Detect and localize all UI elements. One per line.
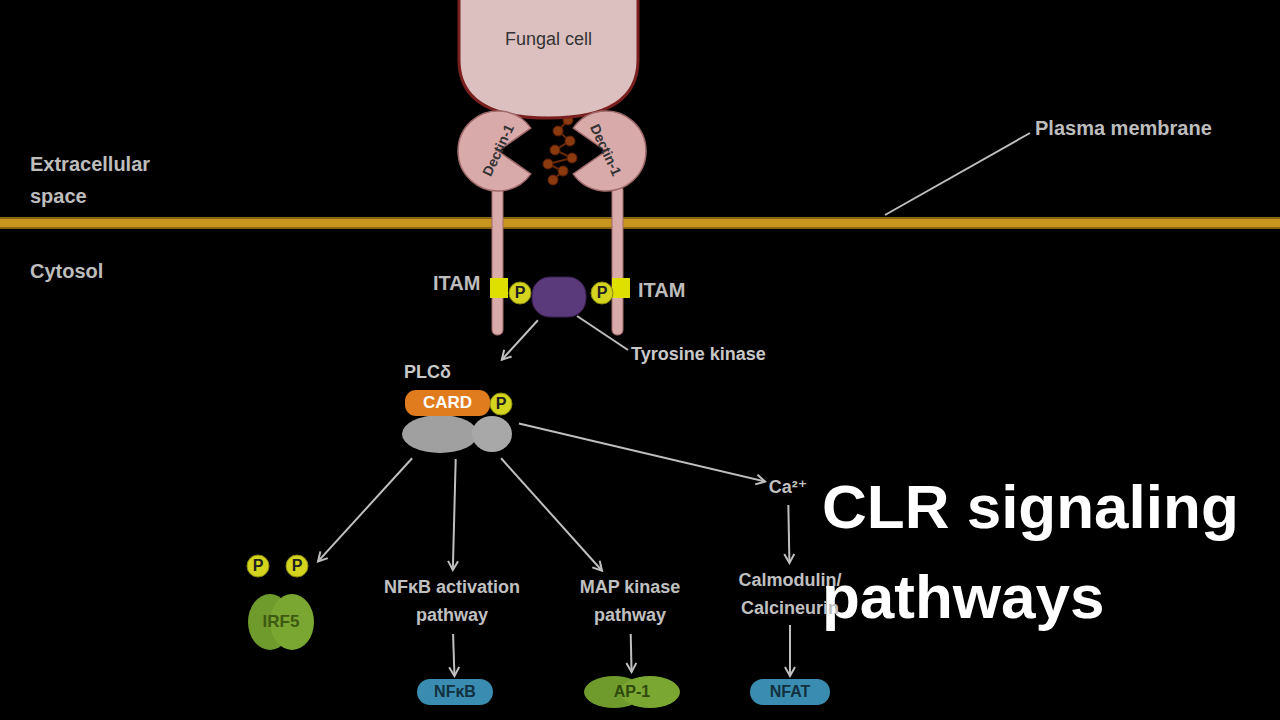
phosphate: P bbox=[508, 281, 532, 305]
region-label: ITAM bbox=[433, 272, 480, 295]
itam-motif bbox=[490, 278, 508, 298]
transcription-factor: AP-1 bbox=[582, 675, 682, 709]
region-label: ITAM bbox=[638, 279, 685, 302]
node-text: NFAT bbox=[750, 683, 830, 701]
cell-outline bbox=[459, 0, 638, 118]
phosphate: P bbox=[285, 554, 309, 578]
dectin-receptor: Dectin-1 bbox=[563, 108, 649, 194]
ion-label: Ca²⁺ bbox=[768, 472, 808, 502]
node-shape bbox=[531, 276, 587, 318]
fungal-cell: Fungal cell bbox=[457, 0, 640, 120]
phosphate-circle bbox=[591, 282, 613, 304]
dectin-receptor: Dectin-1 bbox=[455, 108, 541, 194]
phosphate-circle bbox=[509, 282, 531, 304]
node-text: AP-1 bbox=[582, 683, 682, 701]
node-text: NFκB bbox=[417, 683, 493, 701]
node-text: Ca²⁺ bbox=[768, 473, 808, 501]
membrane-edge bbox=[0, 217, 1280, 219]
pathway-label: Calmodulin/ Calcineurin bbox=[720, 566, 860, 622]
itam-motif bbox=[612, 278, 630, 298]
phosphate-circle bbox=[490, 393, 512, 415]
node-text: IRF5 bbox=[246, 612, 316, 632]
signal-arrow bbox=[788, 505, 789, 563]
node-text: P bbox=[489, 395, 513, 413]
title: CLR signaling pathways bbox=[822, 462, 1272, 642]
region-label: Plasma membrane bbox=[1035, 117, 1212, 140]
phosphate: P bbox=[590, 281, 614, 305]
node-text: P bbox=[285, 557, 309, 575]
leader-line bbox=[577, 316, 628, 350]
node-text: MAP kinase pathway bbox=[565, 573, 695, 629]
node-text: Tyrosine kinase bbox=[631, 344, 766, 365]
node-text: CARD bbox=[405, 393, 490, 413]
signal-arrow bbox=[453, 459, 456, 570]
node-text: PLCδ bbox=[404, 362, 451, 383]
plasma-membrane bbox=[0, 217, 1280, 229]
membrane-edge bbox=[0, 227, 1280, 229]
transcription-factor: NFAT bbox=[750, 679, 830, 705]
transcription-factor: NFκB bbox=[417, 679, 493, 705]
node-text: NFκB activation pathway bbox=[362, 573, 542, 629]
pathway-label: MAP kinase pathway bbox=[565, 573, 695, 631]
phosphate-circle bbox=[247, 555, 269, 577]
region-label: Extracellular space bbox=[30, 148, 180, 212]
protein-subunit bbox=[402, 415, 478, 453]
region-label: Cytosol bbox=[30, 260, 103, 283]
signal-arrow bbox=[501, 458, 602, 571]
node-text: P bbox=[590, 284, 614, 302]
node-text: Fungal cell bbox=[457, 29, 640, 50]
receptor-stalk bbox=[492, 185, 503, 335]
protein-subunit bbox=[472, 416, 512, 452]
card-domain: CARD bbox=[405, 390, 490, 416]
signal-arrow bbox=[318, 458, 412, 561]
node-text: Calmodulin/ Calcineurin bbox=[720, 566, 860, 622]
signal-arrow bbox=[789, 625, 791, 676]
signal-arrow bbox=[519, 424, 765, 482]
kinase-blob bbox=[532, 277, 586, 317]
signal-arrow bbox=[630, 634, 633, 672]
pathway-label: NFκB activation pathway bbox=[362, 573, 542, 631]
phosphate-circle bbox=[286, 555, 308, 577]
signal-arrow bbox=[453, 634, 454, 676]
node-shape bbox=[457, 0, 640, 120]
phosphate: P bbox=[246, 554, 270, 578]
leader-line bbox=[885, 133, 1030, 215]
plc-complex: PLCδCARDP bbox=[398, 362, 516, 456]
node-text: P bbox=[508, 284, 532, 302]
signal-arrow bbox=[502, 320, 538, 360]
irf5-dimer: IRF5 PP bbox=[246, 552, 316, 652]
phosphate: P bbox=[489, 392, 513, 416]
receptor-stalk bbox=[612, 185, 623, 335]
tyrosine-kinase: Tyrosine kinase bbox=[531, 276, 587, 318]
node-text: P bbox=[246, 557, 270, 575]
